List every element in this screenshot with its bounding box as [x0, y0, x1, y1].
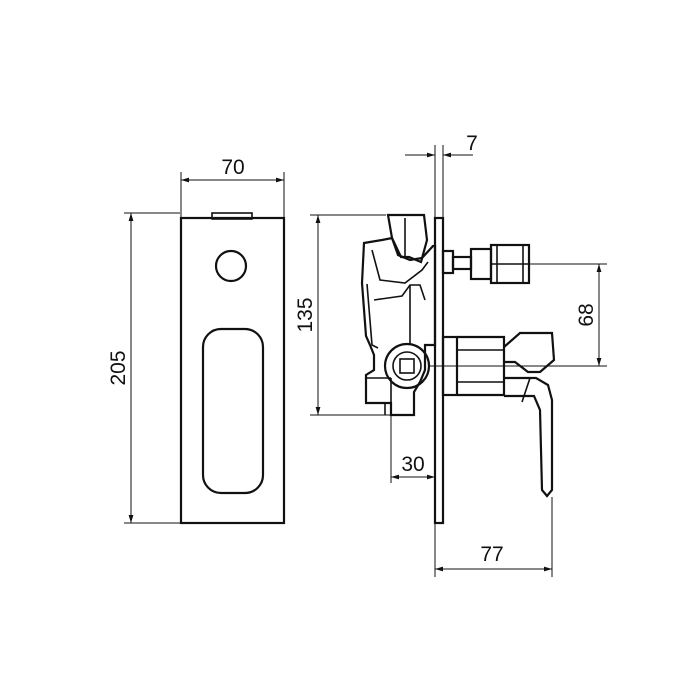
dim-width-label: 70: [221, 156, 244, 179]
mixer-lever: [441, 331, 556, 498]
front-view: [179, 212, 286, 525]
dim-height: 205: [107, 212, 180, 524]
dim-outlet-offset: 68: [429, 263, 607, 367]
side-view: [360, 213, 556, 525]
dim-plate-thickness: 7: [405, 132, 478, 217]
dim-body-height-label: 135: [294, 297, 317, 332]
cover-plate-front: [179, 216, 286, 525]
cartridge-cap: [386, 213, 429, 264]
dim-depth-label: 30: [401, 453, 424, 476]
diverter-knob-circle: [214, 249, 248, 283]
dim-plate-thickness-label: 7: [466, 132, 478, 155]
plate-top-tab: [211, 212, 253, 220]
dim-depth: 30: [390, 416, 435, 483]
top-outlet-connector: [441, 243, 531, 285]
dim-outlet-offset-label: 68: [575, 303, 598, 326]
lever-recess: [201, 327, 265, 495]
valve-body: [360, 236, 437, 417]
outlet-nut-outer: [383, 342, 431, 390]
dim-width: 70: [180, 156, 285, 217]
dim-body-height: 135: [294, 214, 390, 416]
dim-projection-label: 77: [480, 543, 503, 566]
outlet-nut-inner: [392, 351, 422, 381]
dim-projection: 77: [434, 497, 553, 577]
outlet-square: [399, 358, 415, 374]
dim-height-label: 205: [107, 350, 130, 385]
wall-plate-side: [433, 216, 445, 525]
